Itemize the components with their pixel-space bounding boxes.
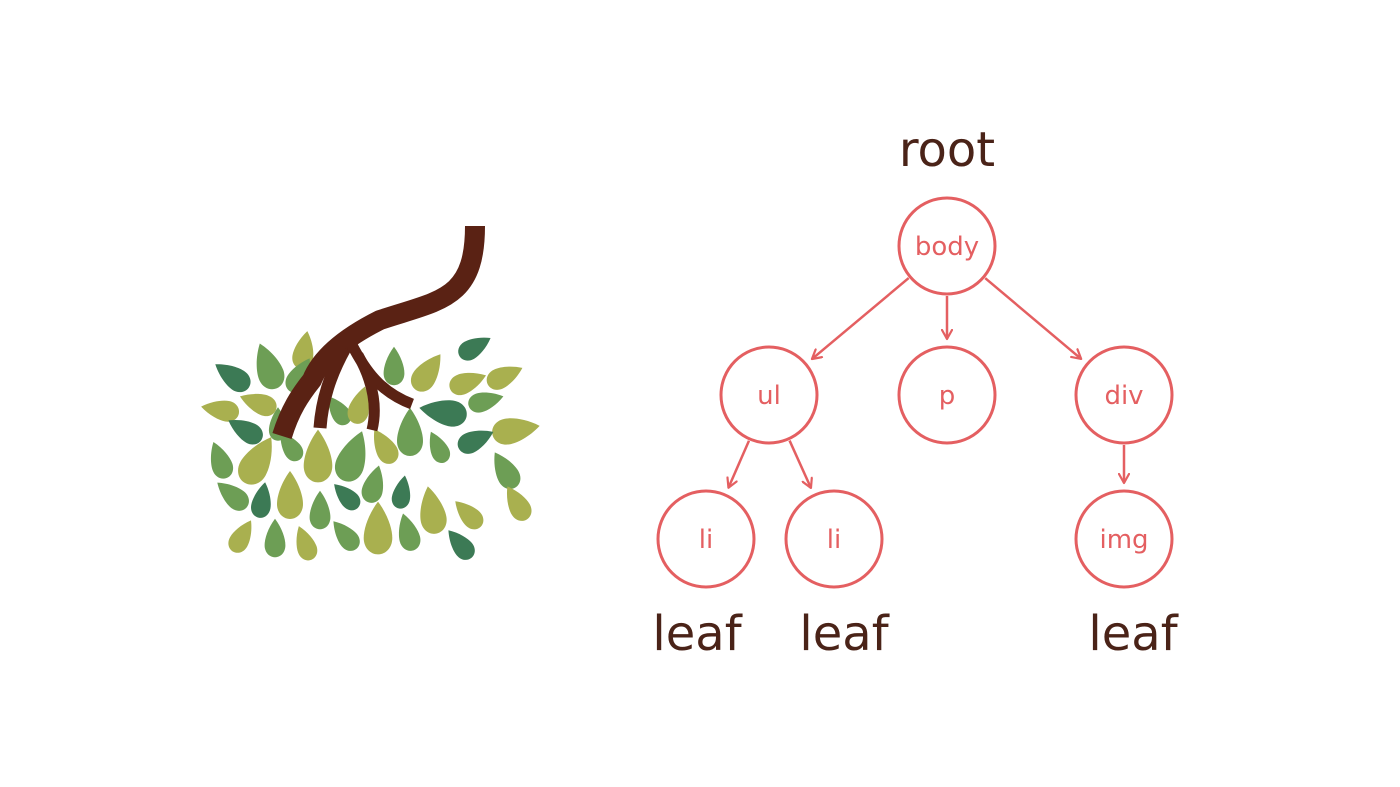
leaf-icon: [397, 408, 423, 456]
leaf-icon: [429, 431, 451, 464]
leaf-icon: [228, 419, 263, 445]
node-label-img: img: [1099, 525, 1148, 555]
tree-node-p: p: [897, 345, 997, 445]
edge-body-to-div: [984, 277, 1081, 359]
leaf-icon: [251, 482, 271, 518]
leaf-icon: [328, 396, 352, 426]
node-label-div: div: [1104, 381, 1143, 411]
leaf-icon: [361, 465, 384, 503]
node-label-li-2: li: [827, 525, 841, 555]
leaf-icon: [333, 521, 360, 551]
leaf-icon: [391, 475, 411, 509]
leaf-icon: [410, 354, 441, 392]
leaf-icon: [215, 364, 251, 393]
leaf-label-li-2: leaf: [799, 606, 889, 662]
leaf-icon: [419, 400, 467, 427]
leaf-icon: [494, 452, 521, 489]
leaf-icon: [264, 518, 286, 558]
leaf-icon: [363, 501, 393, 555]
leaf-icon: [296, 526, 318, 561]
root-label: root: [899, 122, 995, 178]
leaf-icon: [201, 400, 240, 422]
node-label-p: p: [939, 381, 956, 411]
edge-ul-to-li2: [788, 440, 811, 488]
leaf-icon: [398, 513, 421, 551]
leaf-icon: [468, 392, 504, 413]
branch-twig: [313, 344, 351, 429]
leaf-icon: [334, 484, 361, 511]
leaf-icon: [492, 418, 540, 445]
leaf-icon: [506, 486, 532, 521]
leaf-icon: [449, 372, 487, 396]
leaf-icon: [457, 430, 494, 454]
leaf-label-li-1: leaf: [652, 606, 742, 662]
edge-body-to-ul: [812, 277, 910, 359]
tree-node-li-2: li: [784, 489, 884, 589]
leaf-icon: [238, 437, 272, 485]
tree-node-div: div: [1074, 345, 1174, 445]
leaf-icon: [347, 386, 370, 424]
leaf-icon: [228, 520, 252, 553]
branch-twig: [347, 342, 415, 410]
leaf-label-img: leaf: [1088, 606, 1178, 662]
tree-edges: [728, 277, 1124, 488]
tree-node-img: img: [1074, 489, 1174, 589]
leaf-icon: [448, 530, 475, 560]
branch-twig: [353, 352, 380, 432]
leaf-icon: [455, 501, 484, 530]
leaf-icon: [458, 337, 491, 361]
leaf-icon: [303, 429, 333, 483]
tree-node-body: body: [897, 196, 997, 296]
leaf-icon: [217, 482, 249, 511]
leaf-icon: [280, 432, 304, 462]
leaf-icon: [239, 393, 277, 417]
leaf-icon: [334, 431, 366, 482]
tree-branch-with-leaves-icon: [201, 225, 540, 561]
node-label-ul: ul: [757, 381, 781, 411]
leaf-icon: [309, 490, 331, 530]
leaf-icon: [420, 486, 447, 534]
dom-tree-diagram: root body ul p div li li img: [652, 122, 1178, 662]
leaf-icon: [373, 429, 399, 464]
tree-node-ul: ul: [719, 345, 819, 445]
leaf-icon: [277, 471, 303, 519]
tree-node-li-1: li: [656, 489, 756, 589]
leaf-icon: [210, 441, 234, 479]
leaf-icon: [383, 346, 405, 386]
leaf-icon: [486, 366, 523, 390]
branch-trunk: [272, 225, 485, 440]
edge-ul-to-li1: [728, 440, 751, 488]
leaf-icon: [256, 343, 285, 390]
node-label-li-1: li: [699, 525, 713, 555]
node-label-body: body: [915, 232, 979, 262]
